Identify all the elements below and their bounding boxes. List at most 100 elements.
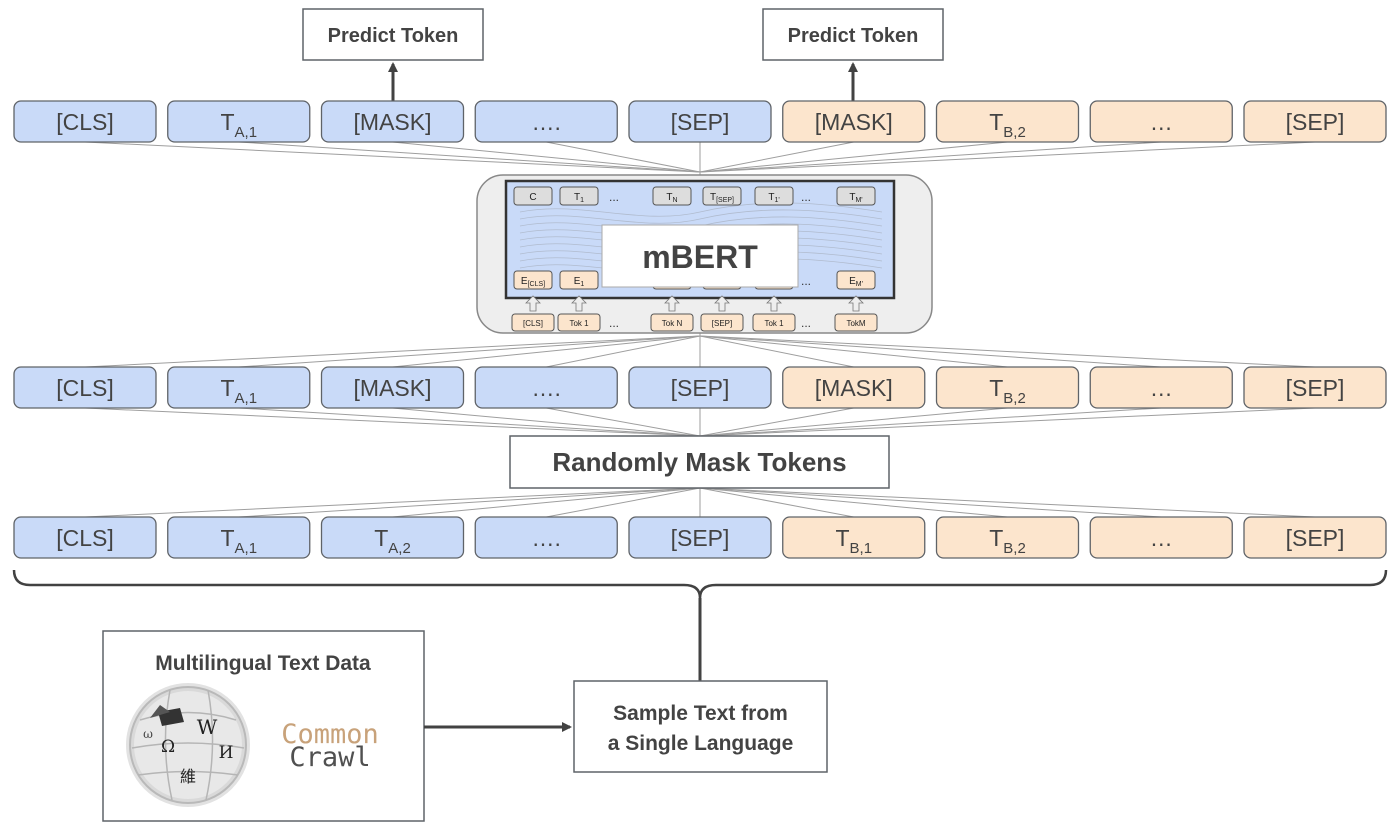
masked-token-row: [CLS]TA,1[MASK]….[SEP][MASK]TB,2…[SEP] [13, 366, 1387, 409]
mbert-embed-token-2: E1 [559, 270, 599, 290]
masked-token-label-1: [CLS] [56, 375, 114, 401]
wikipedia-globe-logo: W Ω И 維 ω [126, 683, 250, 807]
predict-token-label-2: Predict Token [788, 25, 919, 47]
mbert-output-token-1: C [513, 186, 553, 206]
output-token-label-6: [MASK] [815, 109, 893, 135]
multilingual-text-data-box: Multilingual Text Data W Ω И 維 ω Common … [102, 630, 425, 822]
masked-token-7: TB,2 [935, 366, 1080, 409]
input-token-7: TB,2 [935, 516, 1080, 559]
wiki-glyph-i: И [219, 743, 234, 763]
masked-token-1: [CLS] [13, 366, 157, 409]
output-token-label-9: [SEP] [1286, 109, 1345, 135]
mbert-input-token-label-4: Tok N [662, 319, 683, 328]
mbert-up-arrow-1 [525, 295, 541, 312]
multilingual-text-data-title: Multilingual Text Data [155, 652, 371, 675]
mbert-input-tokens: [CLS]Tok 1...Tok N[SEP]Tok 1...TokM [511, 313, 878, 332]
mbert-up-arrow-4 [664, 295, 680, 312]
output-token-2: TA,1 [167, 100, 311, 143]
input-token-6: TB,1 [782, 516, 926, 559]
randomly-mask-tokens-box: Randomly Mask Tokens [509, 435, 890, 489]
output-token-9: [SEP] [1243, 100, 1387, 143]
sample-text-box: Sample Text from a Single Language [573, 680, 828, 773]
mbert-input-token-2: Tok 1 [557, 313, 601, 332]
output-token-6: [MASK] [782, 100, 926, 143]
sample-text-line-2: a Single Language [608, 732, 794, 755]
wiki-glyph-w: W [197, 715, 218, 739]
input-token-label-5: [SEP] [671, 525, 730, 551]
sample-text-line-1: Sample Text from [613, 702, 788, 725]
sequence-brace [12, 569, 1388, 599]
input-token-9: [SEP] [1243, 516, 1387, 559]
common-crawl-logo: Common Crawl [281, 719, 379, 773]
mbert-input-token-1: [CLS] [511, 313, 555, 332]
masked-token-2: TA,1 [167, 366, 311, 409]
input-token-8: … [1089, 516, 1233, 559]
input-token-label-9: [SEP] [1286, 525, 1345, 551]
masked-token-label-7: TB,2 [989, 375, 1026, 407]
output-token-label-8: … [1150, 109, 1173, 135]
output-token-label-7: TB,2 [989, 109, 1026, 141]
masked-token-label-4: …. [532, 375, 561, 401]
mbert-embed-token-label-1: E[CLS] [521, 276, 545, 288]
input-token-label-8: … [1150, 525, 1173, 551]
mbert-input-token-label-6: Tok 1 [764, 319, 784, 328]
input-token-label-4: …. [532, 525, 561, 551]
mbert-output-token-label-8: TM' [849, 192, 862, 204]
mbert-input-token-label-1: [CLS] [523, 319, 543, 328]
mbert-input-token-5: [SEP] [700, 313, 744, 332]
mbert-output-token-8: TM' [836, 186, 876, 206]
mbert-model-block: CT1...TNT[SEP]T1'...TM' E[CLS]E1...N[SEP… [476, 174, 933, 334]
masked-token-9: [SEP] [1243, 366, 1387, 409]
output-token-label-5: [SEP] [671, 109, 730, 135]
masked-token-label-5: [SEP] [671, 375, 730, 401]
mbert-input-ellipsis-7: ... [801, 316, 811, 330]
wiki-glyph-cjk: 維 [180, 767, 196, 786]
output-token-label-2: TA,1 [220, 109, 257, 141]
output-token-4: …. [474, 100, 618, 143]
mbert-output-token-6: T1' [754, 186, 794, 206]
input-token-label-3: TA,2 [374, 525, 411, 557]
mbert-output-token-label-5: T[SEP] [710, 192, 734, 204]
input-token-5: [SEP] [628, 516, 772, 559]
mbert-label: mBERT [642, 239, 758, 275]
mbert-up-arrow-2 [571, 295, 587, 312]
input-token-label-6: TB,1 [835, 525, 872, 557]
mbert-output-token-label-2: T1 [574, 192, 584, 204]
output-token-8: … [1089, 100, 1233, 143]
mbert-embed-ellipsis-7: ... [801, 274, 811, 288]
input-token-label-2: TA,1 [220, 525, 257, 557]
input-token-2: TA,1 [167, 516, 311, 559]
input-token-label-7: TB,2 [989, 525, 1026, 557]
output-token-7: TB,2 [935, 100, 1080, 143]
wiki-glyph-small: ω [143, 727, 153, 741]
predict-token-label-1: Predict Token [328, 25, 459, 47]
masked-token-5: [SEP] [628, 366, 772, 409]
input-token-4: …. [474, 516, 618, 559]
mbert-input-token-4: Tok N [650, 313, 694, 332]
mbert-embed-token-label-2: E1 [574, 276, 585, 288]
output-token-3: [MASK] [320, 100, 465, 143]
common-crawl-word-2: Crawl [289, 742, 370, 773]
input-token-label-1: [CLS] [56, 525, 114, 551]
input-token-1: [CLS] [13, 516, 157, 559]
mbert-up-arrow-6 [766, 295, 782, 312]
masked-token-6: [MASK] [782, 366, 926, 409]
mbert-input-arrows [525, 295, 864, 312]
output-token-label-3: [MASK] [354, 109, 432, 135]
mbert-up-arrow-8 [848, 295, 864, 312]
masked-token-label-6: [MASK] [815, 375, 893, 401]
masked-token-label-8: … [1150, 375, 1173, 401]
output-token-5: [SEP] [628, 100, 772, 143]
common-crawl-word-1: Common [281, 719, 379, 750]
mbert-output-token-5: T[SEP] [702, 186, 742, 206]
mbert-output-token-label-6: T1' [768, 192, 779, 204]
masked-token-8: … [1089, 366, 1233, 409]
mbert-output-token-2: T1 [559, 186, 599, 206]
wiki-glyph-omega: Ω [161, 737, 175, 757]
mbert-up-arrow-5 [714, 295, 730, 312]
masked-token-3: [MASK] [320, 366, 465, 409]
mbert-input-token-8: TokM [834, 313, 878, 332]
mbert-output-token-4: TN [652, 186, 692, 206]
mbert-embed-token-1: E[CLS] [513, 270, 553, 290]
